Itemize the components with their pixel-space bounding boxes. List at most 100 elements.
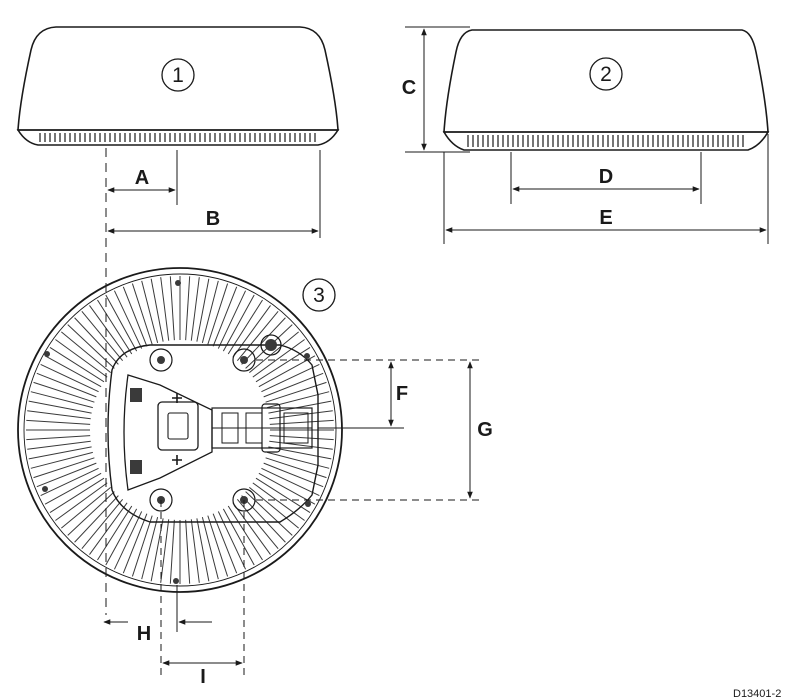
radial-fin	[131, 283, 153, 345]
connector-block-top	[130, 388, 142, 402]
view-number-3: 3	[313, 284, 325, 307]
view-number-circle-3	[302, 278, 336, 312]
radial-fin	[258, 355, 316, 388]
radial-fin	[252, 482, 305, 521]
radial-fin	[269, 410, 333, 420]
radial-fin	[55, 339, 108, 378]
rim-screw	[305, 501, 311, 507]
dim-d-label: D	[599, 166, 613, 188]
radial-fin	[268, 446, 332, 460]
radial-fin	[44, 472, 102, 505]
radial-fin	[122, 286, 148, 347]
radial-fin	[26, 435, 91, 441]
radial-fin	[207, 283, 229, 345]
radial-fin	[97, 299, 133, 355]
center-cable-port	[157, 401, 199, 451]
radial-fin	[249, 331, 299, 374]
radial-fin	[30, 451, 93, 469]
radial-fin	[74, 317, 119, 365]
radial-fin	[232, 305, 271, 358]
bottom-view-3: 3	[17, 267, 343, 593]
breather-vent	[260, 334, 282, 356]
radial-fin	[61, 486, 111, 529]
radial-fin	[49, 347, 105, 383]
radial-fin	[261, 467, 320, 497]
radial-fin	[44, 355, 102, 388]
radial-fin	[236, 311, 279, 361]
radial-fin	[40, 363, 99, 393]
radial-fin	[196, 518, 210, 582]
alignment-mark-top	[172, 393, 182, 403]
radial-fin	[28, 400, 92, 414]
drawing-reference-code: D13401-2	[733, 688, 781, 700]
radial-fin	[40, 467, 99, 497]
radial-fin	[61, 331, 111, 374]
radial-fin	[26, 419, 91, 425]
radial-fin	[49, 477, 105, 513]
radial-fin	[122, 513, 148, 574]
view-number-circle-2	[589, 57, 623, 91]
radial-fin	[141, 280, 159, 343]
rim-screw	[304, 353, 310, 359]
radial-fin	[105, 508, 138, 566]
base-vents-2	[467, 135, 744, 147]
mounting-hole-top-left	[149, 348, 173, 372]
radial-fin	[252, 339, 305, 378]
dim-c-label: C	[402, 77, 416, 99]
radial-fin	[249, 486, 299, 529]
radial-fin	[222, 508, 255, 566]
center-cable-port-inner	[167, 412, 189, 440]
radial-fin	[81, 311, 124, 361]
radial-fin	[33, 457, 95, 479]
radial-fin	[74, 495, 119, 543]
side-view-1: 1	[16, 26, 340, 146]
base-vents-1	[39, 133, 316, 142]
radial-fin	[89, 305, 128, 358]
radial-fin	[36, 372, 97, 398]
bottom-outer-rim	[17, 267, 343, 593]
radial-fin	[131, 515, 153, 577]
radial-fin	[141, 517, 159, 580]
cable-bracket	[123, 374, 213, 491]
view-number-2: 2	[600, 63, 612, 86]
radial-fin	[201, 280, 219, 343]
radial-fin	[30, 391, 93, 409]
radial-fin	[255, 347, 311, 383]
radial-fin	[212, 513, 238, 574]
radial-fin	[169, 276, 175, 341]
radial-fin	[217, 290, 247, 349]
dim-a-label: A	[135, 167, 149, 189]
dim-h-label: H	[137, 623, 151, 645]
radome-base-outline-1	[16, 129, 340, 146]
dim-g-label: G	[477, 419, 493, 441]
breather-vent-core	[265, 339, 277, 351]
radial-fin	[67, 491, 115, 536]
radial-fin	[185, 519, 191, 584]
view-number-1: 1	[172, 64, 184, 87]
radial-fin	[227, 505, 263, 561]
radial-fin	[212, 286, 238, 347]
radial-fin	[196, 278, 210, 342]
radial-fin	[185, 276, 191, 341]
radial-fin	[263, 372, 324, 398]
connector-block-bottom	[130, 460, 142, 474]
radial-fin	[241, 317, 286, 365]
radial-fin	[33, 381, 95, 403]
radial-fin	[268, 400, 332, 414]
radial-fin	[236, 499, 279, 549]
radial-fin	[89, 502, 128, 555]
view-number-circle-1	[161, 58, 195, 92]
radial-fin	[222, 294, 255, 352]
dim-b-label: B	[206, 208, 220, 230]
radial-fin	[97, 505, 133, 561]
radial-fin	[160, 519, 170, 583]
dim-e-label: E	[599, 207, 612, 229]
radial-fin	[28, 446, 92, 460]
rim-screw	[42, 486, 48, 492]
rim-screw	[173, 578, 179, 584]
radial-fin	[241, 495, 286, 543]
radial-fin	[81, 499, 124, 549]
radial-fin	[67, 324, 115, 369]
mounting-plate	[107, 344, 319, 523]
